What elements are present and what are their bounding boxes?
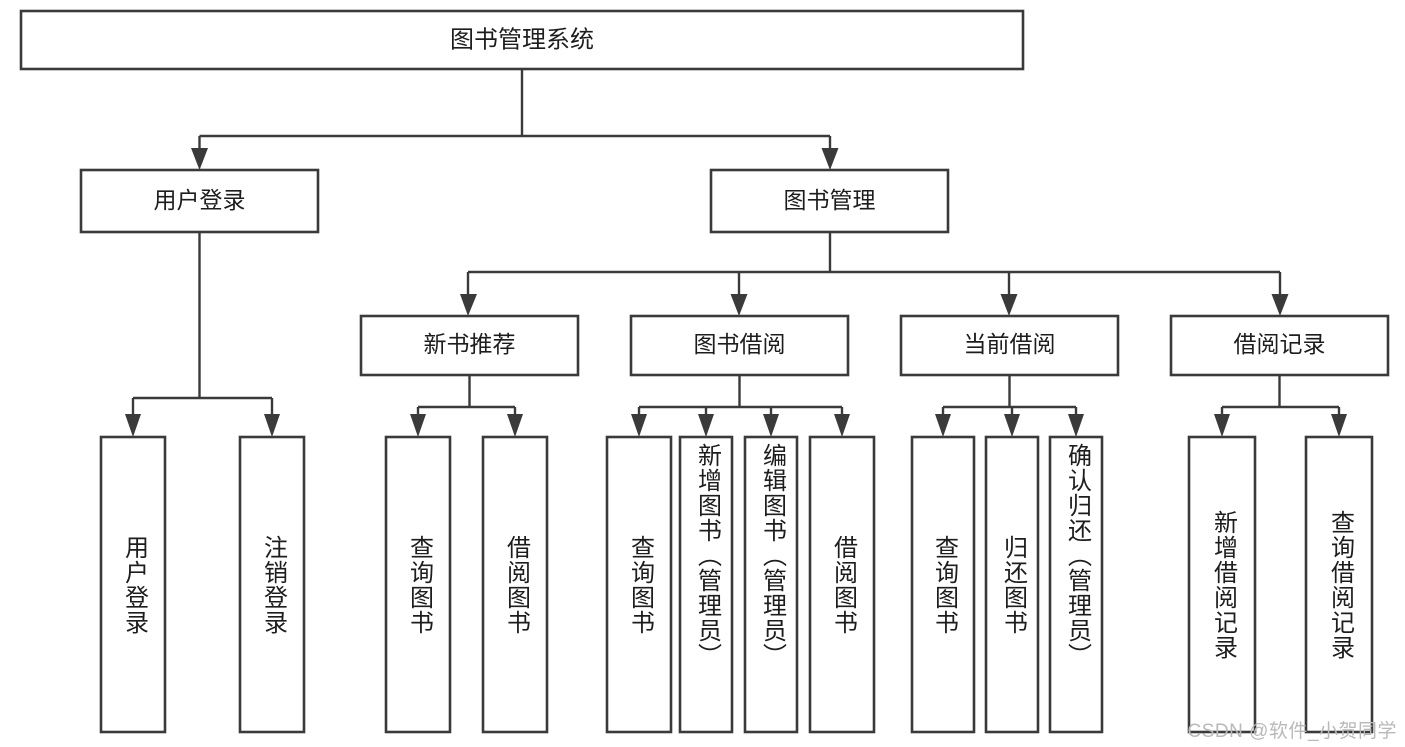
node-current-borrow-box[interactable] [899,314,1120,377]
arrow-head-leaf-query-book-2 [631,414,647,437]
arrow-head-new-book-rec [460,294,477,316]
leaf-box-query-book-1[interactable] [384,435,452,734]
arrow-head-leaf-query-record [1331,414,1347,437]
arrow-head-leaf-query-book-1 [410,414,426,437]
node-new-book-rec[interactable]: 新书推荐 [359,314,580,377]
node-book-borrow-label: 图书借阅 [694,331,786,357]
arrow-head-user-login [191,148,208,170]
node-current-borrow[interactable]: 当前借阅 [899,314,1120,377]
arrow-head-leaf-confirm-return [1068,414,1084,437]
arrow-head-leaf-borrow-book-2 [834,414,850,437]
arrow-head-leaf-logout-login [264,414,280,437]
leaf-box-user-login[interactable] [99,435,167,734]
arrow-head-leaf-edit-book [763,414,779,437]
connector-group-book-manage [460,232,1289,316]
leaf-box-add-book[interactable] [678,435,734,734]
node-new-book-rec-label: 新书推荐 [424,331,516,357]
node-new-book-rec-box[interactable] [359,314,580,377]
arrow-head-leaf-query-book-3 [935,414,951,437]
connector-group-root [191,69,839,170]
node-user-login-label: 用户登录 [154,187,246,213]
leaf-box-query-record[interactable] [1304,435,1374,734]
connector-group-book-borrow [631,375,850,437]
connector-group-new-book-rec [410,375,523,437]
node-book-manage-label: 图书管理 [784,187,876,213]
arrow-head-borrow-record [1271,294,1289,316]
arrow-head-book-manage [821,148,839,170]
node-user-login-box[interactable] [79,168,320,234]
leaf-box-query-book-2[interactable] [605,435,673,734]
node-book-manage[interactable]: 图书管理 [709,168,950,234]
leaf-box-add-record[interactable] [1187,435,1257,734]
node-borrow-record[interactable]: 借阅记录 [1169,314,1390,377]
node-root[interactable]: 图书管理系统 [19,9,1025,71]
leaf-box-return-book[interactable] [984,435,1040,734]
node-user-login[interactable]: 用户登录 [79,168,320,234]
node-root-box[interactable] [19,9,1025,71]
csdn-watermark: CSDN @软件_小贺同学 [1187,721,1397,742]
node-borrow-record-box[interactable] [1169,314,1390,377]
arrow-head-leaf-add-record [1214,414,1230,437]
arrow-head-leaf-borrow-book-1 [507,414,523,437]
node-root-label: 图书管理系统 [450,26,594,53]
connector-group-current-borrow [935,375,1084,437]
leaf-box-logout-login[interactable] [238,435,306,734]
leaf-box-query-book-3[interactable] [910,435,976,734]
node-current-borrow-label: 当前借阅 [964,331,1056,357]
connector-group-borrow-record [1214,375,1347,437]
arrow-head-current-borrow [1000,294,1018,316]
node-book-manage-box[interactable] [709,168,950,234]
leaf-boxes [99,435,1374,734]
arrow-head-leaf-user-login [125,414,141,437]
node-book-borrow[interactable]: 图书借阅 [629,314,850,377]
leaf-box-borrow-book-2[interactable] [808,435,876,734]
arrow-head-book-borrow [730,294,748,316]
leaf-box-edit-book[interactable] [743,435,799,734]
arrow-head-leaf-return-book [1004,414,1020,437]
leaf-box-confirm-return[interactable] [1048,435,1104,734]
node-book-borrow-box[interactable] [629,314,850,377]
arrow-head-leaf-add-book [698,414,714,437]
node-borrow-record-label: 借阅记录 [1234,331,1326,357]
leaf-box-borrow-book-1[interactable] [481,435,549,734]
connector-group-user-login [125,232,280,437]
